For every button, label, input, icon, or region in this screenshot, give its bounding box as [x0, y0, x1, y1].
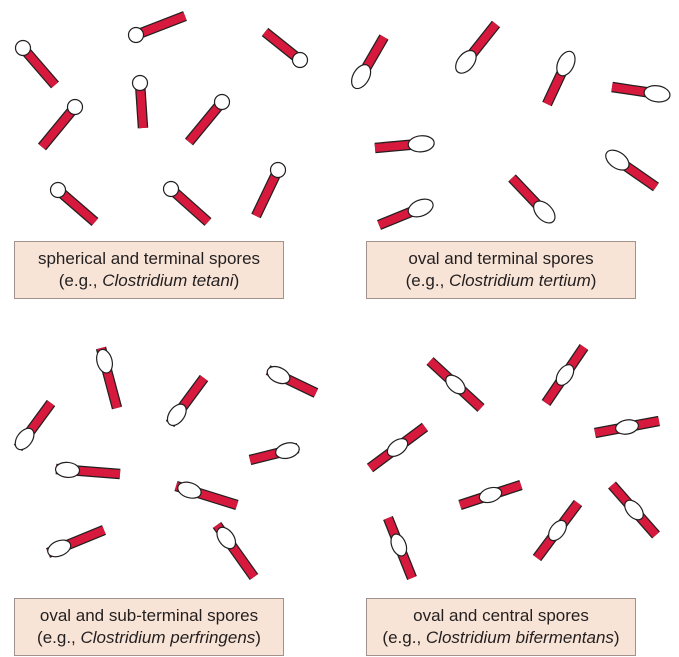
species-name: Clostridium tetani — [102, 271, 233, 290]
panel-oval-central-cells — [370, 347, 659, 578]
spore — [68, 100, 83, 115]
spore — [55, 461, 80, 478]
bacillus-cell — [452, 24, 496, 77]
spore — [129, 28, 144, 43]
bacillus-cell — [612, 84, 671, 104]
bacillus-cell — [42, 100, 83, 148]
spore — [164, 182, 179, 197]
label-oval-terminal: oval and terminal spores (e.g., Clostrid… — [366, 241, 636, 299]
label-title: spherical and terminal spores — [38, 248, 260, 270]
bacillus-cell — [265, 32, 308, 68]
bacillus-cell — [164, 378, 204, 429]
spore — [133, 76, 148, 91]
bacillus-cell — [256, 163, 286, 217]
bacillus-cell — [133, 76, 148, 129]
bacillus-cell — [213, 524, 254, 577]
label-example: (e.g., Clostridium tertium) — [406, 270, 597, 292]
label-title: oval and sub-terminal spores — [40, 605, 258, 627]
label-title: oval and central spores — [413, 605, 589, 627]
bacillus-cell — [370, 427, 425, 468]
bacillus-cell — [250, 440, 301, 460]
panel-oval-terminal-cells — [348, 24, 671, 227]
panel-spherical-terminal-cells — [16, 16, 308, 222]
bacillus-cell — [430, 361, 481, 408]
label-example: (e.g., Clostridium bifermentans) — [382, 627, 619, 649]
bacillus-cell — [348, 37, 384, 92]
label-example: (e.g., Clostridium tetani) — [59, 270, 239, 292]
bacillus-cell — [537, 503, 578, 558]
species-name: Clostridium bifermentans — [426, 628, 614, 647]
bacillus-cell — [512, 178, 559, 227]
label-example: (e.g., Clostridium perfringens) — [37, 627, 261, 649]
bacillus-cell — [379, 196, 436, 225]
label-spherical-terminal: spherical and terminal spores (e.g., Clo… — [14, 241, 284, 299]
bacillus-cell — [16, 41, 56, 86]
bacillus-cell — [164, 182, 209, 223]
bacillus-cell — [11, 403, 51, 453]
bacillus-cell — [129, 16, 186, 43]
bacillus-cell — [264, 363, 316, 393]
spore — [215, 95, 230, 110]
bacillus-cell — [176, 479, 237, 505]
bacillus-cell — [602, 146, 656, 187]
bacillus-cell — [51, 183, 96, 223]
species-name: Clostridium tertium — [449, 271, 591, 290]
panel-oval-subterminal-cells — [11, 348, 316, 577]
bacillus-cell — [546, 347, 584, 403]
spore — [293, 53, 308, 68]
bacillus-cell — [460, 485, 521, 505]
species-name: Clostridium perfringens — [81, 628, 256, 647]
bacillus-cell — [45, 530, 104, 560]
spore — [51, 183, 66, 198]
label-title: oval and terminal spores — [408, 248, 593, 270]
bacillus-cell — [612, 485, 656, 535]
bacillus-cell — [547, 48, 579, 104]
label-oval-central: oval and central spores (e.g., Clostridi… — [366, 598, 636, 656]
label-oval-subterminal: oval and sub-terminal spores (e.g., Clos… — [14, 598, 284, 656]
bacillus-cell — [595, 418, 659, 436]
bacillus-cell — [94, 348, 117, 408]
bacillus-cell — [388, 518, 412, 578]
bacillus-cell — [375, 135, 435, 153]
bacillus-cell — [55, 461, 120, 478]
spore — [643, 84, 671, 104]
spore — [408, 135, 435, 153]
spore — [16, 41, 31, 56]
spore — [271, 163, 286, 178]
bacillus-cell — [189, 95, 230, 143]
